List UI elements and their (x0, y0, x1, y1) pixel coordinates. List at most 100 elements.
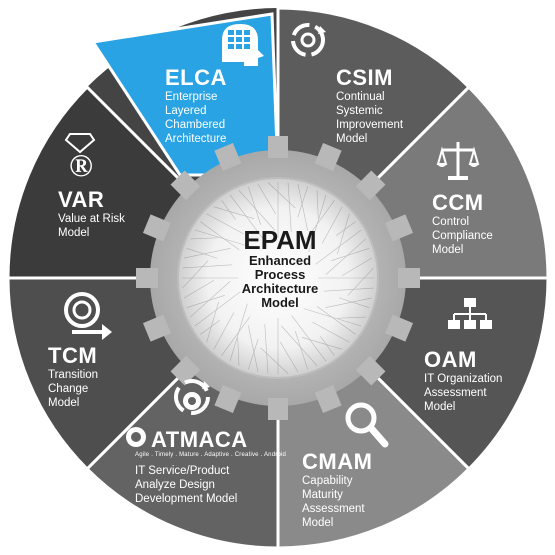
hub-texture-line (347, 267, 374, 296)
gear-tooth (398, 268, 420, 288)
hub-texture-line (182, 260, 209, 289)
cycle-arrows-icon (291, 23, 326, 57)
hub-texture-line (287, 182, 292, 232)
hub-texture-line (200, 320, 220, 335)
gear-teeth (136, 136, 420, 420)
segment-acronym: ATMACA (151, 427, 248, 452)
hub-texture-line (337, 316, 366, 319)
segment-desc-line: Model (58, 227, 90, 239)
hub-texture-line (336, 221, 356, 236)
hub-texture-line (213, 206, 255, 219)
segment-acronym: CMAM (302, 449, 373, 474)
hub-texture-line (308, 194, 327, 253)
segment-acronym: ELCA (165, 65, 227, 90)
hub-texture-line (331, 248, 370, 261)
segment-desc-line: Model (336, 133, 368, 145)
hub-texture-line (305, 200, 335, 240)
segment-tcm[interactable]: TCM Transition Change Model (48, 344, 98, 410)
hub-texture-line (238, 190, 275, 231)
segment-desc-line: Architecture (165, 133, 227, 145)
center-hub (177, 177, 379, 379)
segment-desc-line: Enterprise (165, 91, 218, 103)
hub-texture-line (295, 331, 308, 370)
segment-atmaca[interactable]: ATMACA Agile . Timely . Mature . Adaptiv… (135, 428, 286, 506)
segment-desc-line: Development Model (135, 493, 238, 505)
hub-texture-line (248, 186, 261, 225)
segment-desc-line: IT Service/Product (135, 465, 230, 477)
segment-acronym: VAR (58, 187, 105, 212)
svg-text:®: ® (69, 147, 93, 183)
gear-cycle-icon (174, 379, 210, 415)
hub-texture-line (297, 186, 308, 218)
hub-texture-line (301, 337, 343, 350)
segment-desc-line: Assessment (424, 387, 487, 399)
icons-layer: ® (64, 23, 492, 448)
segment-oam[interactable]: OAM IT Organization Assessment Model (424, 348, 502, 414)
hub-texture-line (221, 316, 251, 356)
segment-desc-line: Control (432, 216, 470, 228)
segment-cmam[interactable]: CMAM Capability Maturity Assessment Mode… (302, 450, 372, 530)
hub-texture-line (206, 213, 244, 235)
segment-desc-line: Transition (48, 369, 99, 381)
segment-tagline: Agile . Timely . Mature . Adaptive . Cre… (135, 452, 287, 458)
hub-texture-line (182, 264, 232, 269)
hub-texture-line (237, 337, 240, 366)
hub-texture (182, 182, 374, 374)
segment-desc-line: Model (302, 517, 334, 529)
segment-elca[interactable]: ELCA Enterprise Layered Chambered Archit… (165, 66, 227, 146)
hub-texture-line (264, 324, 269, 374)
center-name-line: Process (254, 267, 306, 282)
center-acronym: EPAM (243, 225, 317, 255)
center-title-block: EPAM Enhanced Process Architecture Model (180, 226, 380, 310)
scales-icon (436, 142, 480, 180)
gear-tooth (268, 136, 288, 158)
hub-texture-line (184, 248, 231, 259)
atmaca-logo-icon (126, 427, 146, 447)
hub-texture-line (190, 281, 231, 318)
hub-texture-line (221, 200, 236, 220)
gear-tooth (385, 314, 414, 342)
segment-acronym: TCM (48, 343, 98, 368)
segment-desc-line: Change (48, 383, 89, 395)
segment-var[interactable]: VAR Value at Risk Model (58, 188, 125, 240)
segment-csim[interactable]: CSIM Continual Systemic Improvement Mode… (336, 66, 403, 146)
segment-acronym: CCM (432, 190, 484, 215)
hub-texture-line (321, 206, 343, 244)
gear-tooth (142, 314, 171, 342)
segment-desc-line: Model (424, 401, 456, 413)
hub-texture-line (315, 229, 362, 265)
risk-ring-icon: ® (64, 133, 96, 183)
hub-texture-line (186, 248, 218, 259)
hub-texture-line (337, 213, 350, 255)
hub-texture-line (200, 221, 240, 251)
hub-texture-line (297, 184, 308, 231)
gear-tooth (268, 398, 288, 420)
segment-acronym: CSIM (336, 65, 393, 90)
org-chart-icon (448, 298, 492, 329)
gear-tooth (214, 385, 242, 414)
segment-ccm[interactable]: CCM Control Compliance Model (432, 191, 493, 257)
hub-texture-line (206, 301, 219, 343)
segment-acronym: OAM (424, 347, 477, 372)
gear-tooth (142, 214, 171, 242)
segment-desc-line: Model (432, 244, 464, 256)
gear-tooth (214, 142, 242, 171)
hub-texture-line (325, 238, 366, 275)
hub-texture-line (341, 257, 373, 277)
hub-texture-line (183, 279, 215, 299)
gear-tooth (314, 142, 342, 171)
segment-desc-line: Capability (302, 475, 353, 487)
hub-texture-line (316, 305, 356, 335)
hub-texture-line (316, 190, 319, 219)
center-name-line: Model (261, 295, 299, 310)
segment-desc-line: Value at Risk (58, 213, 125, 225)
hub-texture-line (186, 295, 225, 308)
hub-texture-line (248, 325, 259, 372)
gear-tooth (355, 170, 386, 201)
center-name-line: Architecture (241, 281, 319, 296)
hub-texture-line (303, 308, 362, 327)
segment-desc-line: Assessment (302, 503, 365, 515)
hub-texture-line (248, 338, 259, 370)
segment-desc-line: Improvement (336, 119, 404, 131)
